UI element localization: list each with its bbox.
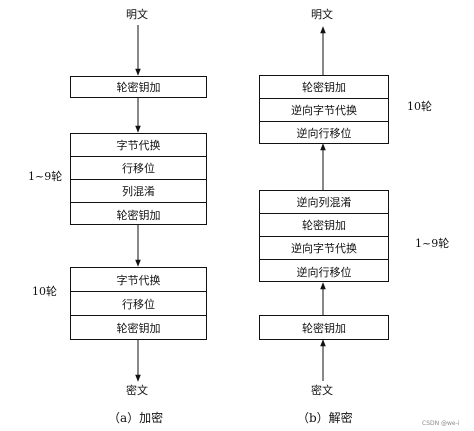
- right-round-step-inv-sub-bytes: 逆向字节代换: [260, 237, 388, 260]
- left-final-round-label: 10轮: [32, 285, 57, 298]
- right-final-step-inv-sub-bytes: 逆向字节代换: [260, 99, 388, 122]
- left-rounds-group: 字节代换 行移位 列混淆 轮密钥加: [70, 133, 207, 225]
- right-round-step-inv-mix-columns: 逆向列混淆: [260, 191, 388, 214]
- right-final-step-add-round-key: 轮密钥加: [260, 76, 388, 99]
- left-round-step-add-round-key: 轮密钥加: [116, 208, 161, 222]
- left-final-step-sub-bytes: 字节代换: [71, 268, 206, 292]
- left-plaintext-label: 明文: [126, 8, 148, 21]
- left-initial-add-round-key: 轮密钥加: [70, 76, 207, 98]
- right-round-step-add-round-key: 轮密钥加: [260, 214, 388, 237]
- left-round-step-mix-columns: 列混淆: [71, 180, 206, 203]
- right-rounds-label: 1~9轮: [415, 237, 450, 250]
- right-rounds-group: 逆向列混淆 轮密钥加 逆向字节代换 逆向行移位: [259, 190, 389, 282]
- watermark: CSDN @we-i: [422, 420, 460, 427]
- left-round-step-shift-rows: 行移位: [71, 157, 206, 180]
- right-plaintext-label: 明文: [311, 8, 333, 21]
- left-final-round-group: 字节代换 行移位 轮密钥加: [70, 267, 207, 340]
- right-round-step-inv-shift-rows: 逆向行移位: [296, 265, 352, 279]
- right-caption: （b）解密: [297, 411, 353, 425]
- right-final-round-group: 轮密钥加 逆向字节代换 逆向行移位: [259, 75, 389, 144]
- left-rounds-label: 1~9轮: [28, 170, 63, 183]
- left-final-step-add-round-key: 轮密钥加: [116, 321, 161, 335]
- left-final-step-shift-rows: 行移位: [71, 292, 206, 316]
- left-ciphertext-label: 密文: [126, 384, 148, 397]
- right-ciphertext-label: 密文: [311, 384, 333, 397]
- left-caption: （a）加密: [108, 411, 164, 425]
- right-final-round-label: 10轮: [407, 100, 432, 113]
- right-initial-add-round-key: 轮密钥加: [259, 315, 389, 340]
- left-round-step-sub-bytes: 字节代换: [71, 134, 206, 157]
- right-final-step-inv-shift-rows: 逆向行移位: [296, 126, 352, 140]
